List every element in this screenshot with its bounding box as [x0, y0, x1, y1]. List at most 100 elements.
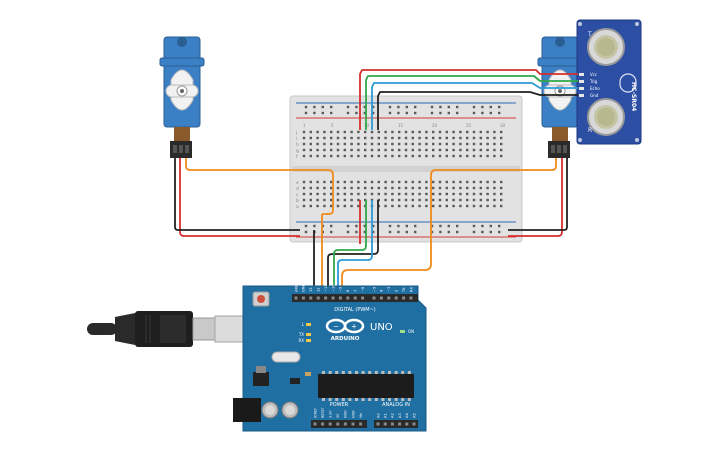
bb-rail-hole[interactable]: [498, 111, 501, 115]
bb-hole[interactable]: [391, 186, 394, 190]
bb-hole[interactable]: [323, 186, 326, 190]
bb-rail-hole[interactable]: [405, 105, 408, 109]
bb-hole[interactable]: [384, 130, 387, 134]
bb-rail-hole[interactable]: [439, 224, 442, 228]
digital-pin[interactable]: [331, 296, 335, 300]
wire-green[interactable]: [333, 200, 367, 292]
bb-hole[interactable]: [466, 130, 469, 134]
bb-hole[interactable]: [459, 186, 462, 190]
bb-hole[interactable]: [493, 204, 496, 208]
bb-hole[interactable]: [357, 148, 360, 152]
bb-rail-hole[interactable]: [481, 111, 484, 115]
ultrasonic-sensor[interactable]: HC-SR04 T R Vcc Trig Echo Gnd: [576, 19, 642, 145]
bb-hole[interactable]: [398, 130, 401, 134]
bb-hole[interactable]: [493, 154, 496, 158]
bb-hole[interactable]: [316, 192, 319, 196]
bb-rail-hole[interactable]: [472, 230, 476, 234]
bb-hole[interactable]: [391, 192, 394, 196]
bb-rail-hole[interactable]: [430, 230, 434, 234]
bb-rail-hole[interactable]: [414, 111, 417, 115]
wire-blue[interactable]: [337, 200, 373, 292]
bb-hole[interactable]: [404, 136, 408, 140]
bb-hole[interactable]: [350, 148, 353, 152]
bb-hole[interactable]: [404, 204, 408, 208]
bb-hole[interactable]: [432, 192, 435, 196]
bb-hole[interactable]: [432, 186, 435, 190]
bb-hole[interactable]: [438, 142, 442, 146]
bb-rail-hole[interactable]: [304, 111, 308, 115]
bb-hole[interactable]: [472, 148, 476, 152]
bb-rail-hole[interactable]: [447, 105, 450, 109]
bb-hole[interactable]: [452, 142, 455, 146]
bb-hole[interactable]: [466, 180, 469, 184]
bb-hole[interactable]: [330, 180, 333, 184]
bb-hole[interactable]: [370, 148, 374, 152]
bb-hole[interactable]: [398, 204, 401, 208]
bb-hole[interactable]: [452, 204, 455, 208]
bb-rail-hole[interactable]: [388, 230, 392, 234]
bb-rail-hole[interactable]: [498, 224, 501, 228]
bb-hole[interactable]: [302, 192, 306, 196]
bb-hole[interactable]: [391, 130, 394, 134]
bb-hole[interactable]: [445, 186, 448, 190]
reset-button[interactable]: [252, 291, 270, 307]
bb-hole[interactable]: [364, 136, 367, 140]
bb-hole[interactable]: [432, 142, 435, 146]
bb-hole[interactable]: [438, 130, 442, 134]
power-pin[interactable]: [359, 422, 363, 426]
power-pin[interactable]: [313, 422, 317, 426]
bb-hole[interactable]: [302, 180, 306, 184]
bb-rail-hole[interactable]: [313, 224, 316, 228]
bb-hole[interactable]: [357, 192, 360, 196]
bb-hole[interactable]: [479, 198, 482, 202]
bb-hole[interactable]: [418, 148, 421, 152]
digital-pin[interactable]: [346, 296, 350, 300]
bb-hole[interactable]: [330, 192, 333, 196]
bb-hole[interactable]: [398, 148, 401, 152]
bb-hole[interactable]: [323, 198, 326, 202]
servo-right[interactable]: [537, 36, 583, 158]
bb-hole[interactable]: [404, 130, 408, 134]
bb-hole[interactable]: [438, 192, 442, 196]
bb-rail-hole[interactable]: [472, 111, 476, 115]
bb-hole[interactable]: [336, 142, 340, 146]
bb-hole[interactable]: [452, 148, 455, 152]
bb-hole[interactable]: [452, 198, 455, 202]
bb-rail-hole[interactable]: [397, 105, 400, 109]
bb-hole[interactable]: [350, 136, 353, 140]
bb-hole[interactable]: [500, 186, 503, 190]
bb-hole[interactable]: [493, 192, 496, 196]
bb-hole[interactable]: [479, 148, 482, 152]
bb-hole[interactable]: [330, 148, 333, 152]
bb-hole[interactable]: [459, 180, 462, 184]
bb-rail-hole[interactable]: [405, 230, 408, 234]
bb-rail-hole[interactable]: [456, 224, 459, 228]
bb-hole[interactable]: [391, 142, 394, 146]
bb-hole[interactable]: [418, 204, 421, 208]
bb-rail-hole[interactable]: [489, 105, 492, 109]
analog-pin[interactable]: [412, 422, 416, 426]
bb-hole[interactable]: [323, 180, 326, 184]
bb-hole[interactable]: [466, 136, 469, 140]
bb-hole[interactable]: [316, 142, 319, 146]
wire-blue[interactable]: [371, 82, 578, 130]
bb-hole[interactable]: [493, 142, 496, 146]
bb-rail-hole[interactable]: [346, 111, 350, 115]
bb-hole[interactable]: [316, 186, 319, 190]
bb-hole[interactable]: [309, 136, 312, 140]
bb-rail-hole[interactable]: [456, 111, 459, 115]
servo-left[interactable]: [159, 36, 205, 158]
bb-hole[interactable]: [398, 186, 401, 190]
bb-hole[interactable]: [472, 192, 476, 196]
bb-hole[interactable]: [466, 186, 469, 190]
bb-hole[interactable]: [466, 204, 469, 208]
bb-hole[interactable]: [486, 192, 489, 196]
bb-hole[interactable]: [316, 180, 319, 184]
bb-rail-hole[interactable]: [363, 230, 366, 234]
bb-hole[interactable]: [425, 136, 428, 140]
bb-hole[interactable]: [425, 154, 428, 158]
bb-hole[interactable]: [350, 192, 353, 196]
digital-pin[interactable]: [324, 296, 328, 300]
bb-rail-hole[interactable]: [430, 105, 434, 109]
digital-pin[interactable]: [379, 296, 383, 300]
